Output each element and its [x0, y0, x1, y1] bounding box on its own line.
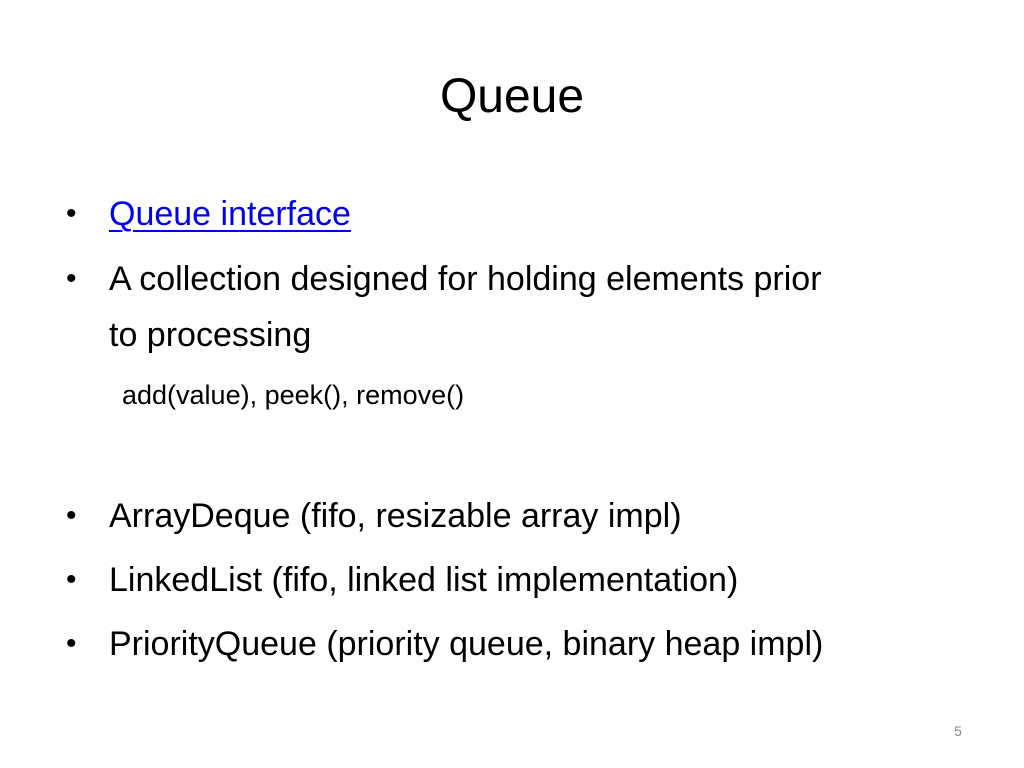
- queue-interface-link[interactable]: Queue interface: [109, 195, 351, 233]
- bullet-text: PriorityQueue (priority queue, binary he…: [109, 625, 824, 663]
- bullet-dot-icon: •: [66, 563, 77, 596]
- bullet-dot-icon: •: [66, 627, 77, 660]
- bullet-dot-icon: •: [66, 499, 77, 532]
- bullet-dot-icon: •: [66, 262, 77, 295]
- bullet-dot-icon: •: [66, 197, 77, 230]
- bullet-text: ArrayDeque (fifo, resizable array impl): [109, 497, 682, 535]
- slide-title: Queue: [439, 70, 585, 123]
- bullet-text: A collection designed for holding elemen…: [109, 260, 822, 298]
- bullet-text: LinkedList (fifo, linked list implementa…: [109, 561, 739, 599]
- slide-number: 5: [954, 723, 962, 739]
- sub-point-methods: add(value), peek(), remove(): [122, 380, 465, 410]
- bullet-continuation: to processing: [109, 316, 312, 354]
